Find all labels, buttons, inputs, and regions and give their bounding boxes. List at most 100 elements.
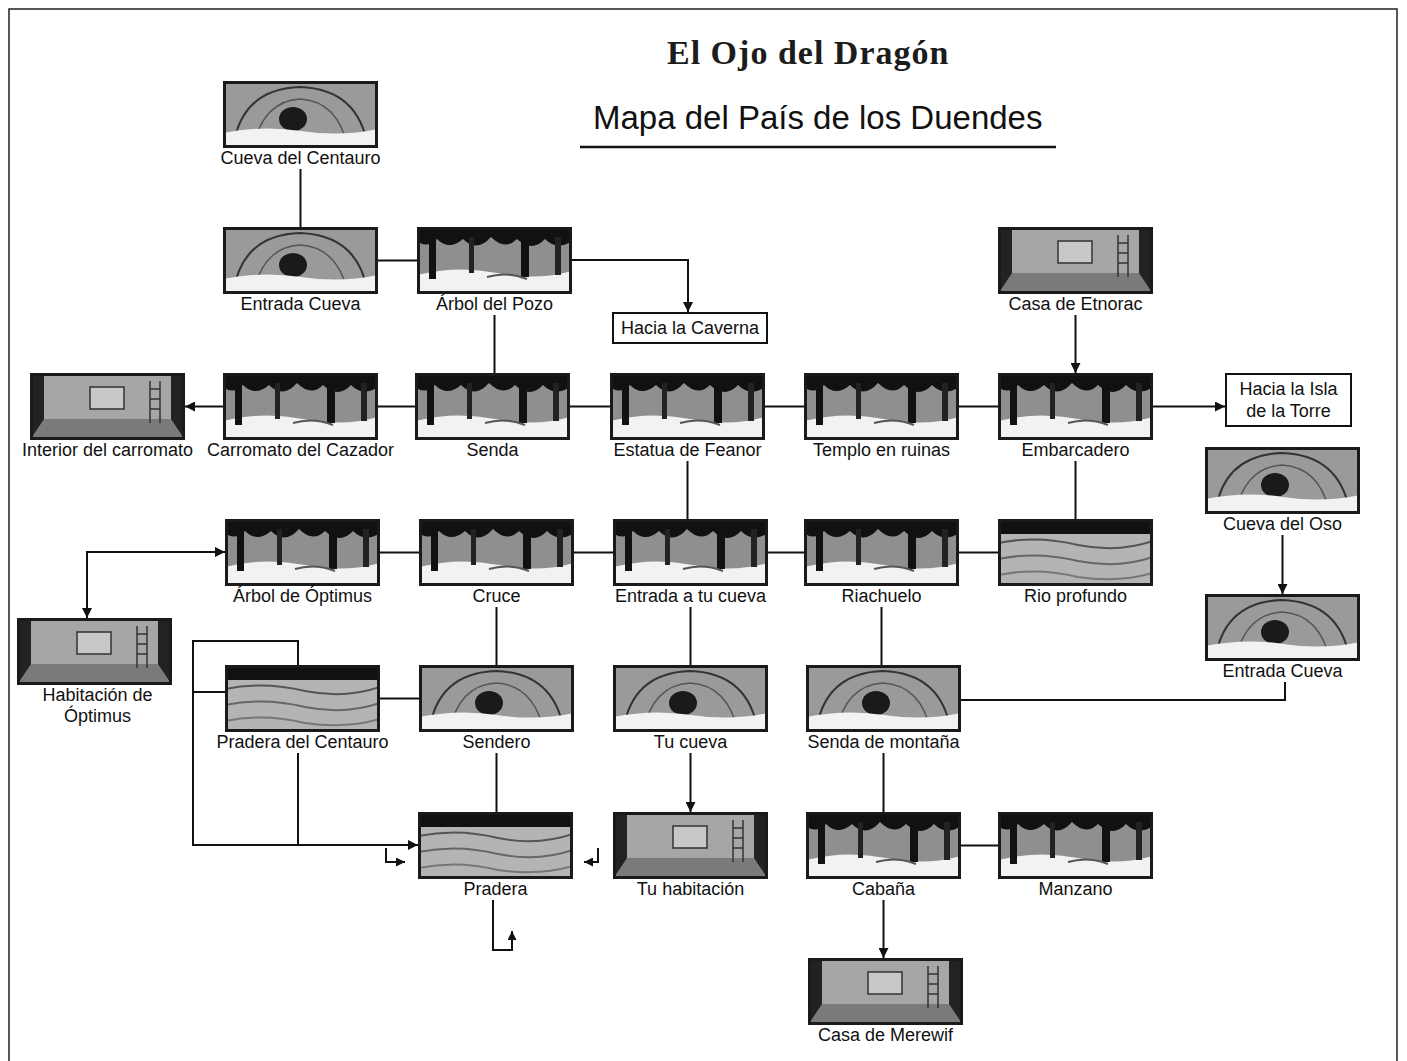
thumb	[223, 227, 378, 294]
thumb	[808, 958, 963, 1025]
location-box: Senda	[415, 373, 570, 440]
thumb	[804, 373, 959, 440]
location-box: Cruce	[419, 519, 574, 586]
thumb	[225, 519, 380, 586]
path-connector	[378, 260, 417, 262]
thumb	[418, 812, 573, 879]
location-box: Estatua de Feanor	[610, 373, 765, 440]
thumb	[30, 373, 185, 440]
thumb	[613, 665, 768, 732]
location-name: Estatua de Feanor	[610, 440, 764, 461]
exit-box: Hacia la Caverna	[612, 312, 768, 344]
thumb	[417, 227, 572, 294]
location-box: Tu habitación	[613, 812, 768, 879]
exit-label: Hacia la Isla de la Torre	[1234, 378, 1343, 422]
location-name: Interior del carromato	[19, 440, 196, 461]
exit-box: Hacia la Isla de la Torre	[1225, 373, 1352, 427]
thumb	[806, 812, 961, 879]
path-connector	[959, 406, 998, 408]
location-box: Templo en ruinas	[804, 373, 959, 440]
location-box: Árbol de Óptimus	[225, 519, 380, 586]
location-name: Riachuelo	[838, 586, 924, 607]
location-box: Habitación de Óptimus	[17, 618, 172, 685]
location-box: Entrada Cueva	[1205, 594, 1360, 661]
location-name: Sendero	[459, 732, 533, 753]
location-box: Casa de Merewif	[808, 958, 963, 1025]
map-subtitle: Mapa del País de los Duendes	[593, 99, 1042, 137]
location-name: Tu cueva	[651, 732, 730, 753]
thumb	[998, 519, 1153, 586]
thumb	[223, 373, 378, 440]
self-loop	[386, 848, 405, 862]
thumb	[998, 373, 1153, 440]
location-box: Entrada a tu cueva	[613, 519, 768, 586]
location-name: Cueva del Centauro	[217, 148, 383, 169]
location-name: Pradera del Centauro	[213, 732, 391, 753]
path-connector	[959, 552, 998, 554]
location-name: Cabaña	[849, 879, 918, 900]
location-name: Cruce	[469, 586, 523, 607]
location-box: Pradera del Centauro	[225, 665, 380, 732]
thumbnails	[17, 81, 1360, 1025]
location-name: Tu habitación	[634, 879, 747, 900]
thumb	[419, 519, 574, 586]
location-name: Casa de Etnorac	[1005, 294, 1145, 315]
path-connector	[378, 406, 415, 408]
location-name: Árbol del Pozo	[433, 294, 556, 315]
thumb	[610, 373, 765, 440]
location-box: Sendero	[419, 665, 574, 732]
location-name: Manzano	[1035, 879, 1115, 900]
thumb	[804, 519, 959, 586]
location-box: Casa de Etnorac	[998, 227, 1153, 294]
path-connector	[87, 552, 225, 618]
location-name: Pradera	[460, 879, 530, 900]
location-box: Manzano	[998, 812, 1153, 879]
path-connector	[1153, 406, 1225, 408]
self-loop	[584, 848, 598, 862]
thumb	[1205, 594, 1360, 661]
path-connector	[185, 406, 223, 408]
thumb	[613, 519, 768, 586]
location-box: Árbol del Pozo	[417, 227, 572, 294]
thumb	[17, 618, 172, 685]
location-name: Árbol de Óptimus	[230, 586, 375, 607]
path-connector	[572, 260, 688, 312]
thumb	[998, 227, 1153, 294]
path-connector	[768, 552, 804, 554]
location-name: Senda	[463, 440, 521, 461]
path-connector	[380, 552, 419, 554]
page-frame	[9, 9, 1397, 1061]
thumb	[998, 812, 1153, 879]
path-connector	[570, 406, 610, 408]
location-box: Pradera	[418, 812, 573, 879]
path-connector	[380, 698, 419, 700]
path-connector	[574, 552, 613, 554]
location-name: Rio profundo	[1021, 586, 1130, 607]
thumb	[225, 665, 380, 732]
title-underline	[580, 146, 1056, 149]
location-box: Cueva del Oso	[1205, 447, 1360, 514]
location-name: Habitación de Óptimus	[20, 685, 175, 727]
thumb	[806, 665, 961, 732]
location-box: Rio profundo	[998, 519, 1153, 586]
location-box: Senda de montaña	[806, 665, 961, 732]
location-box: Cabaña	[806, 812, 961, 879]
location-name: Cueva del Oso	[1220, 514, 1345, 535]
location-name: Entrada Cueva	[1219, 661, 1345, 682]
location-name: Templo en ruinas	[810, 440, 953, 461]
thumb	[613, 812, 768, 879]
location-box: Tu cueva	[613, 665, 768, 732]
thumb	[223, 81, 378, 148]
thumb	[419, 665, 574, 732]
location-name: Casa de Merewif	[815, 1025, 956, 1046]
thumb	[1205, 447, 1360, 514]
location-box: Cueva del Centauro	[223, 81, 378, 148]
location-name: Entrada a tu cueva	[612, 586, 769, 607]
location-box: Entrada Cueva	[223, 227, 378, 294]
location-name: Entrada Cueva	[237, 294, 363, 315]
location-box: Riachuelo	[804, 519, 959, 586]
exit-label: Hacia la Caverna	[621, 317, 759, 339]
